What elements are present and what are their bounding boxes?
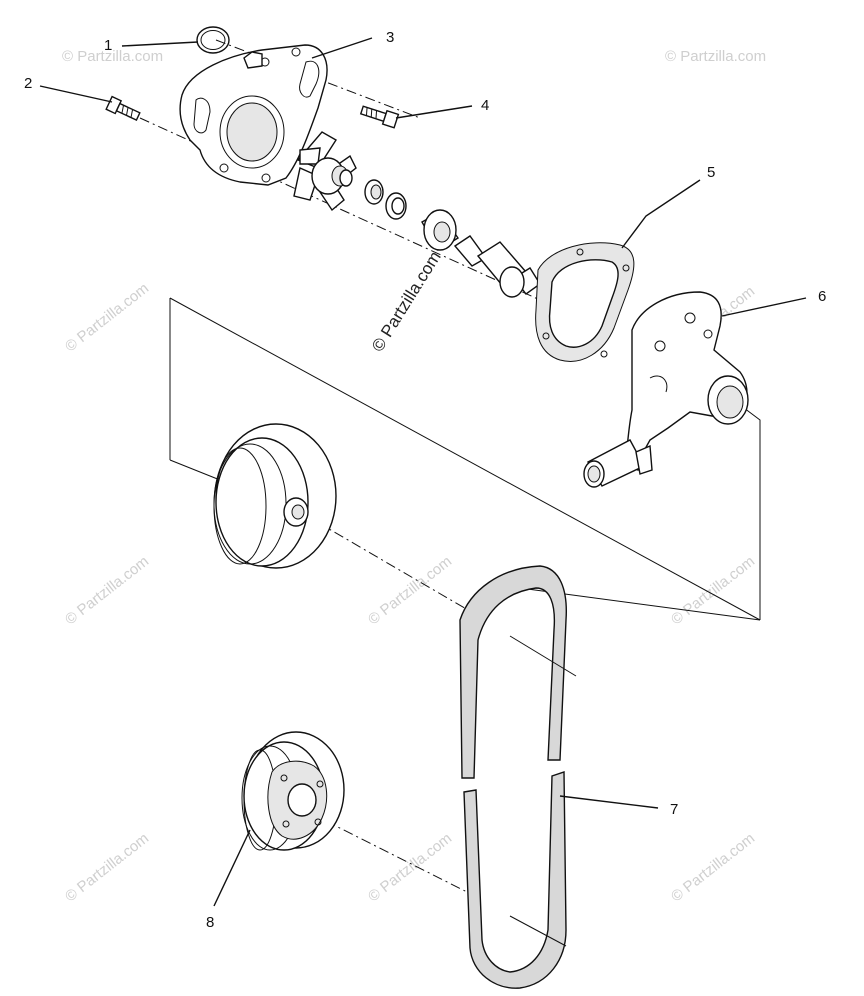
watermark: © Partzilla.com — [62, 48, 164, 65]
leader-line — [39, 85, 113, 103]
leader-line — [213, 829, 251, 907]
callout-3: 3 — [386, 29, 395, 46]
upper-pulley — [213, 423, 337, 569]
callout-5: 5 — [707, 164, 716, 181]
center-line — [299, 511, 469, 611]
seal — [364, 179, 384, 205]
leader-line — [509, 915, 567, 947]
callout-4: 4 — [481, 97, 490, 114]
watermark: © Partzilla.com — [665, 48, 767, 65]
impeller — [293, 131, 357, 212]
shaft — [453, 235, 541, 298]
leader-line — [311, 37, 373, 59]
drive-belt — [459, 565, 567, 989]
leader-line — [121, 41, 199, 47]
callout-8: 8 — [206, 914, 215, 931]
o-ring — [196, 26, 230, 54]
pump-cover — [179, 44, 328, 186]
bolt-right — [359, 105, 400, 129]
lower-pulley — [241, 731, 345, 851]
washer — [385, 192, 407, 220]
assembly-frame-line — [739, 404, 761, 620]
callout-2: 2 — [24, 75, 33, 92]
leader-line — [721, 297, 807, 317]
leader-line — [509, 635, 577, 677]
callout-7: 7 — [670, 801, 679, 818]
leader-line — [395, 105, 473, 119]
center-line — [307, 811, 476, 897]
center-line — [139, 117, 541, 301]
bolt-left — [105, 95, 141, 122]
callout-6: 6 — [818, 288, 827, 305]
assembly-frame-line — [169, 297, 761, 621]
callout-1: 1 — [104, 37, 113, 54]
pump-body — [583, 291, 749, 488]
leader-line — [621, 179, 701, 249]
bearing — [421, 209, 460, 251]
leader-line — [559, 795, 659, 809]
gasket — [535, 242, 635, 362]
assembly-frame-line — [169, 459, 226, 483]
